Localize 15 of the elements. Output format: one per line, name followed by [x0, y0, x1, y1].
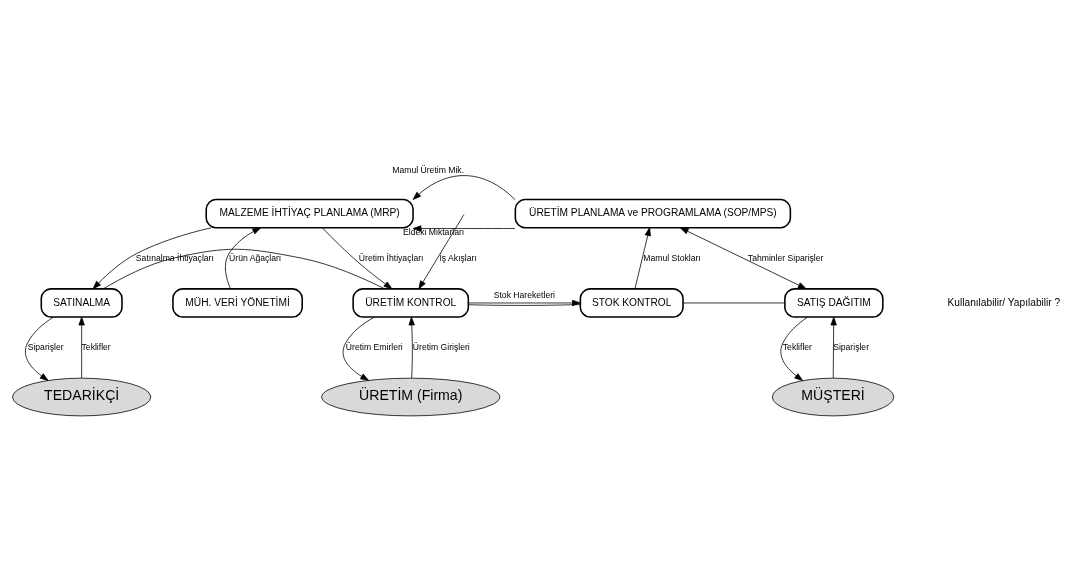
- edge-label: Siparişler: [833, 341, 870, 352]
- edge-label: Satınalma İhtiyaçları: [135, 252, 214, 263]
- edge-label: Teklifler: [782, 341, 813, 352]
- edge-label: Eldeki Miktarları: [403, 227, 465, 238]
- edge-label: İş Akışları: [439, 252, 477, 263]
- edge-label: Ürün Ağaçları: [229, 252, 282, 263]
- edge-label: Mamul Stokları: [643, 252, 701, 263]
- edge-label: Siparişler: [27, 341, 64, 352]
- edge-label: Üretim Emirleri: [345, 341, 403, 352]
- edge-label: Stok Hareketleri: [493, 290, 555, 301]
- edge-label: Mamul Üretim Mik.: [392, 165, 465, 176]
- edge-label: Üretim İhtiyaçları: [358, 252, 424, 263]
- edge-label: Tahminler Siparişler: [747, 252, 824, 263]
- label: Kullanılabilir/ Yapılabilir ?: [947, 296, 1061, 308]
- edge-label: Üretim Girişleri: [412, 341, 470, 352]
